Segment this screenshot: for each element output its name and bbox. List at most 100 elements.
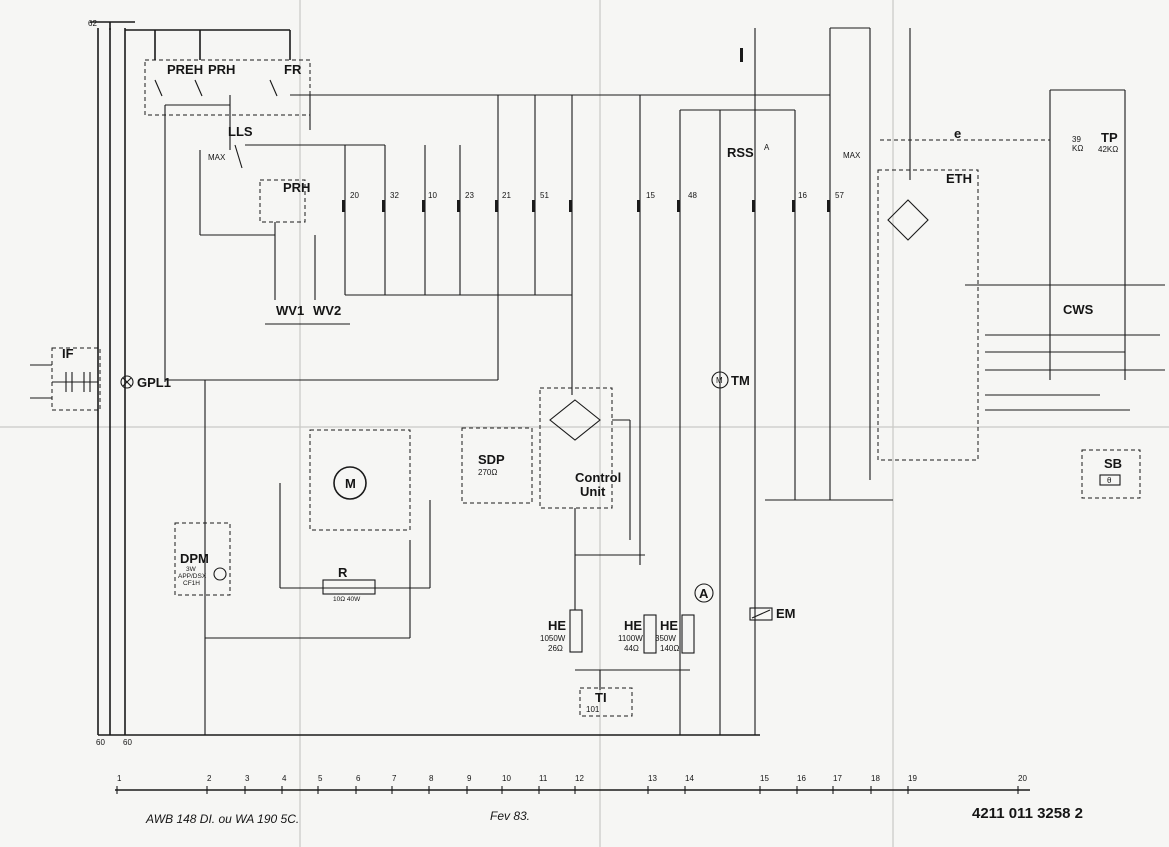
he1-power: 1050W (540, 634, 566, 643)
footer-date: Fev 83. (490, 809, 530, 823)
e-label: e (954, 126, 961, 141)
tm-label: TM (731, 373, 750, 388)
contact-number-5: 21 (502, 191, 511, 200)
main-motor: M R 10Ω 40W (205, 429, 431, 639)
dpm-label: DPM (180, 551, 209, 566)
if-label: IF (62, 346, 74, 361)
sb-symbol: θ (1107, 476, 1112, 485)
em-label: EM (776, 606, 796, 621)
ti-thermostat: TI 101 (579, 687, 633, 717)
scale-3: 3 (245, 774, 250, 783)
terminal-bottom-label: 60 (96, 738, 105, 747)
contact-number-2: 32 (390, 191, 399, 200)
document-number: 4211 011 3258 2 (972, 805, 1083, 822)
contact-number-3: 10 (428, 191, 437, 200)
tp-label: TP (1101, 130, 1118, 145)
he2-resistance: 44Ω (624, 644, 639, 653)
rss-a-label: A (764, 143, 770, 152)
scale-1: 1 (117, 774, 122, 783)
scale-13: 13 (648, 774, 657, 783)
resistor-label: R (338, 565, 348, 580)
scale-17: 17 (833, 774, 842, 783)
contact-number-7: 15 (646, 191, 655, 200)
scale-2: 2 (207, 774, 212, 783)
preh-label: PREH (167, 62, 203, 77)
scale-9: 9 (467, 774, 472, 783)
scale-11: 11 (539, 774, 548, 783)
tm-motor: M TM (711, 371, 750, 389)
scale-4: 4 (282, 774, 287, 783)
scale-12: 12 (575, 774, 584, 783)
contact-number-4: 23 (465, 191, 474, 200)
scale-6: 6 (356, 774, 361, 783)
resistor-value: 10Ω 40W (333, 596, 361, 603)
prh-b-label: PRH (283, 180, 310, 195)
gpl1-lamp: GPL1 (120, 105, 171, 390)
tm-symbol: M (716, 376, 723, 385)
sdp-label: SDP (478, 452, 505, 467)
scale-15: 15 (760, 774, 769, 783)
scale-7: 7 (392, 774, 397, 783)
fr-label: FR (284, 62, 302, 77)
contact-number-8: 48 (688, 191, 697, 200)
lls-label: LLS (228, 124, 253, 139)
prh-label: PRH (208, 62, 235, 77)
tp-value: 42KΩ (1098, 145, 1118, 154)
lls-max-label: MAX (208, 153, 226, 162)
scale-14: 14 (685, 774, 694, 783)
motor-label: M (345, 476, 356, 491)
scale-20: 20 (1018, 774, 1027, 783)
ammeter-label: A (699, 586, 709, 601)
dpm-sub-3: CF1H (183, 580, 200, 587)
dpm-sub-2: APP/DSX (178, 573, 207, 580)
he3-label: HE (660, 618, 678, 633)
em-solenoid: EM (749, 606, 796, 621)
wv1-label: WV1 (276, 303, 304, 318)
control-unit-label-1: Control (575, 470, 621, 485)
terminal-top-label: 62 (88, 19, 97, 28)
ti-sub: 101 (586, 705, 600, 714)
he1-resistance: 26Ω (548, 644, 563, 653)
sb-label: SB (1104, 456, 1122, 471)
scale-19: 19 (908, 774, 917, 783)
scale-18: 18 (871, 774, 880, 783)
eth-label: ETH (946, 171, 972, 186)
dpm-module: DPM 3W APP/DSX CF1H (174, 380, 231, 735)
sdp-switch: SDP 270Ω (461, 427, 533, 504)
terminal-bottom-label-2: 60 (123, 738, 132, 747)
column-scale: 1 2 3 4 5 6 7 8 9 10 11 12 13 14 15 16 1… (115, 774, 1030, 794)
max-label-b: MAX (843, 151, 861, 160)
scale-10: 10 (502, 774, 511, 783)
cws-label: CWS (1063, 302, 1094, 317)
he3-power: 350W (655, 634, 676, 643)
control-unit-label-2: Unit (580, 484, 606, 499)
tp-left-label: 39 (1072, 135, 1081, 144)
pressure-switch-block: PREH PRH FR LLS MAX PRH WV1 WV2 (144, 59, 830, 381)
dpm-sub-1: 3W (186, 566, 197, 573)
ti-label: TI (595, 690, 607, 705)
scale-16: 16 (797, 774, 806, 783)
wv2-label: WV2 (313, 303, 341, 318)
footer-note: AWB 148 DI. ou WA 190 5C. (145, 812, 299, 826)
control-unit: Control Unit (539, 387, 645, 556)
he1-label: HE (548, 618, 566, 633)
he2-label: HE (624, 618, 642, 633)
heating-elements: HE 1050W 26Ω HE 1100W 44Ω HE 350W 140Ω A (540, 555, 714, 690)
contact-number-9: 16 (798, 191, 807, 200)
contact-number-10: 57 (835, 191, 844, 200)
scale-5: 5 (318, 774, 323, 783)
contact-number-1: 20 (350, 191, 359, 200)
scale-8: 8 (429, 774, 434, 783)
tp-left-label-2: KΩ (1072, 144, 1083, 153)
if-filter: IF (30, 346, 101, 411)
rss-label: RSS (727, 145, 754, 160)
contact-number-6: 51 (540, 191, 549, 200)
eth-and-right-section: MAX e ETH 39 KΩ TP 42KΩ CWS SB θ (843, 28, 1165, 499)
sdp-value: 270Ω (478, 468, 497, 477)
gpl1-label: GPL1 (137, 375, 171, 390)
he2-power: 1100W (618, 634, 643, 643)
he3-resistance: 140Ω (660, 644, 679, 653)
contact-ladder: 20 32 10 23 21 51 15 48 16 57 (342, 27, 893, 735)
